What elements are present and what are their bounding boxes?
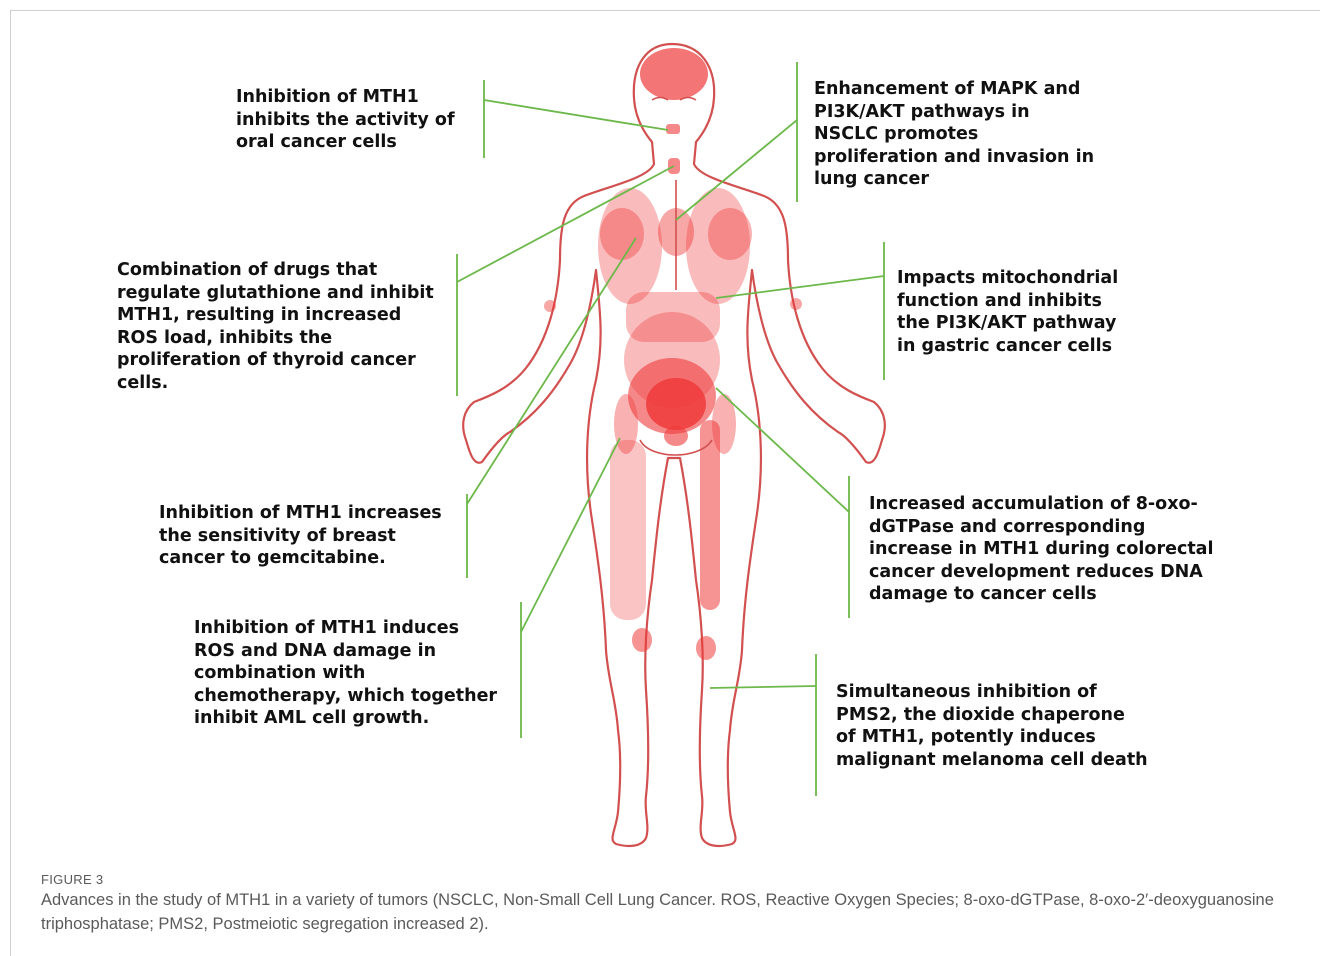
right-elbow xyxy=(790,298,802,310)
left-elbow xyxy=(544,300,556,312)
right-breast xyxy=(708,208,752,260)
left-leg-muscle xyxy=(610,440,646,620)
figure-label: FIGURE 3 xyxy=(41,872,103,887)
figure-caption: Advances in the study of MTH1 in a varie… xyxy=(41,888,1281,936)
left-breast xyxy=(600,208,644,260)
oral-cancer-callout: Inhibition of MTH1 inhibits the activity… xyxy=(236,86,455,154)
right-knee xyxy=(696,636,716,660)
lung-cancer-callout: Enhancement of MAPK and PI3K/AKT pathway… xyxy=(814,78,1094,191)
bladder-region xyxy=(664,426,688,446)
left-hip-joint xyxy=(614,394,638,454)
left-knee xyxy=(632,628,652,652)
mouth-region xyxy=(666,124,680,134)
thyroid-cancer-callout: Combination of drugs that regulate gluta… xyxy=(117,259,434,394)
pelvis-core xyxy=(646,378,706,430)
breast-cancer-callout: Inhibition of MTH1 increases the sensiti… xyxy=(159,502,442,570)
gastric-cancer-callout: Impacts mitochondrial function and inhib… xyxy=(897,267,1118,357)
brain-region xyxy=(640,48,708,100)
melanoma-callout: Simultaneous inhibition of PMS2, the dio… xyxy=(836,681,1148,771)
aml-callout: Inhibition of MTH1 induces ROS and DNA d… xyxy=(194,617,497,730)
colorectal-cancer-callout: Increased accumulation of 8-oxo- dGTPase… xyxy=(869,493,1214,606)
